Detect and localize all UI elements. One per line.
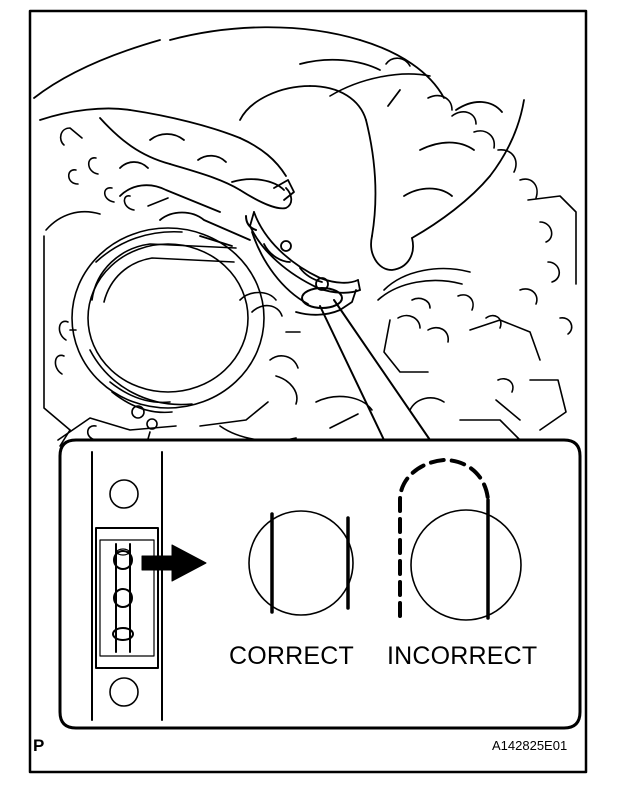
detail-panel [58,438,582,730]
correct-label: CORRECT [229,642,355,670]
incorrect-label: INCORRECT [387,642,538,670]
corner-letter: P [33,736,45,755]
arrow-right-icon [141,544,207,582]
incorrect-example [398,458,522,621]
callout-leader [301,287,431,441]
correct-example [248,510,354,616]
cylinder-block [43,57,577,447]
figure-id: A142825E01 [492,738,568,753]
hands-holding-bearing [33,26,525,316]
block-section-view [91,451,163,721]
figure-frame [28,9,588,774]
